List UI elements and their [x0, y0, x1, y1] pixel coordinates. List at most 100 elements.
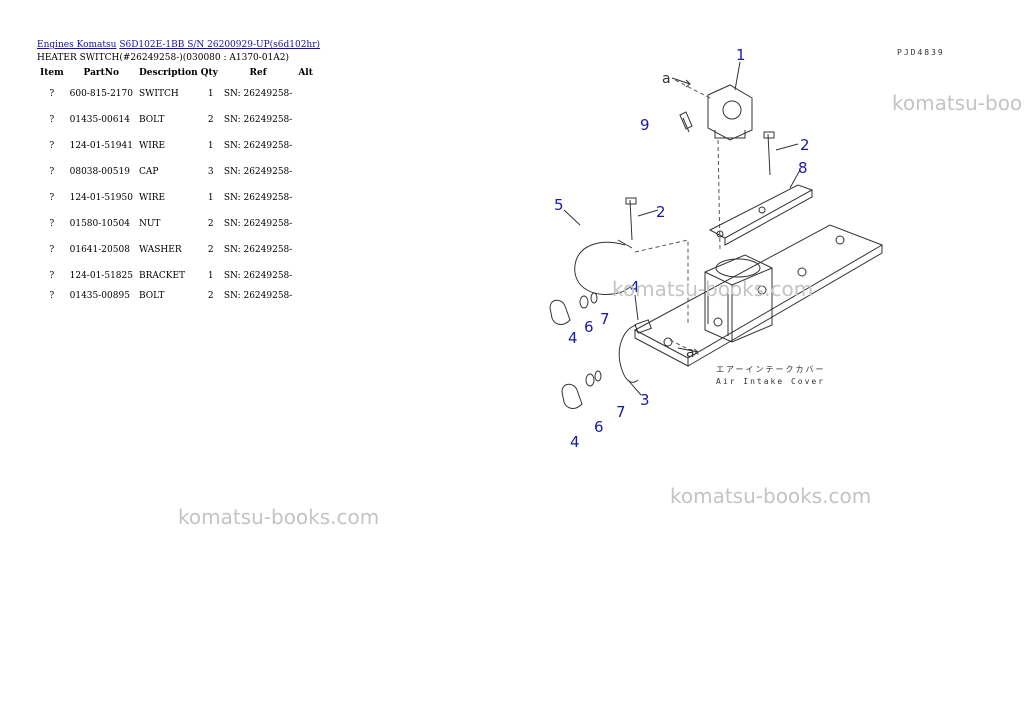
arrow-icon [677, 347, 699, 356]
cell-item: ? [49, 271, 55, 281]
cell-alt [295, 107, 326, 133]
table-row: ? 08038-00519 CAP 3 SN: 26249258- [37, 159, 326, 185]
table-row: ? 124-01-51950 WIRE 1 SN: 26249258- [37, 185, 326, 211]
cell-qty: 3 [207, 167, 214, 177]
cell-item: ? [49, 291, 55, 301]
breadcrumb-link-engines[interactable]: Engines Komatsu [37, 40, 117, 50]
cell-ref: SN: 26249258- [223, 245, 293, 255]
cell-description: BOLT [138, 291, 165, 301]
cell-partno: 124-01-51941 [69, 141, 133, 151]
wire-3 [618, 319, 652, 383]
callout-5: 5 [554, 196, 564, 214]
cell-description: BRACKET [138, 271, 186, 281]
watermark: komatsu-books.com [612, 277, 814, 301]
parts-table: Item PartNo Description Qty Ref Alt ? 60… [37, 65, 326, 303]
cell-qty: 2 [207, 245, 214, 255]
note-en: Air Intake Cover [716, 377, 825, 386]
col-header-qty: Qty [200, 68, 218, 78]
cell-qty: 1 [207, 89, 214, 99]
callout-2-lower: 2 [656, 203, 666, 221]
cell-qty: 2 [207, 115, 214, 125]
cell-item: ? [49, 115, 55, 125]
breadcrumb-link-model[interactable]: S6D102E-1BB S/N 26200929-UP(s6d102hr) [119, 40, 321, 50]
cell-ref: SN: 26249258- [223, 141, 293, 151]
cell-ref: SN: 26249258- [223, 115, 293, 125]
callout-7-lower: 7 [616, 403, 626, 421]
cell-ref: SN: 26249258- [223, 193, 293, 203]
cell-qty: 2 [207, 219, 214, 229]
callout-2-upper: 2 [800, 136, 810, 154]
table-row: ? 01435-00614 BOLT 2 SN: 26249258- [37, 107, 326, 133]
air-intake-cover [633, 224, 884, 367]
cell-description: SWITCH [138, 89, 179, 99]
table-row: ? 01641-20508 WASHER 2 SN: 26249258- [37, 237, 326, 263]
leader-lines [563, 61, 801, 396]
watermark: komatsu-books.com [670, 484, 872, 508]
col-header-alt: Alt [298, 68, 313, 78]
cell-alt [295, 263, 326, 289]
cell-item: ? [49, 219, 55, 229]
cell-item: ? [49, 245, 55, 255]
cell-description: WIRE [138, 193, 166, 203]
cell-ref: SN: 26249258- [223, 89, 293, 99]
table-row: ? 01580-10504 NUT 2 SN: 26249258- [37, 211, 326, 237]
callout-8: 8 [798, 159, 808, 177]
cell-partno: 124-01-51825 [69, 271, 133, 281]
cell-item: ? [49, 167, 55, 177]
table-row: ? 600-815-2170 SWITCH 1 SN: 26249258- [37, 81, 326, 107]
cell-alt [295, 81, 326, 107]
reference-lines [634, 79, 721, 356]
cell-alt [295, 133, 326, 159]
cell-partno: 08038-00519 [69, 167, 130, 177]
clamp [707, 84, 753, 141]
callout-3: 3 [640, 391, 650, 409]
parts-diagram: 1 2 2 3 4 4 4 5 6 6 7 7 8 9 a a エアーインテーク… [549, 46, 884, 451]
cell-description: NUT [138, 219, 161, 229]
cell-item: ? [49, 193, 55, 203]
col-header-item: Item [40, 68, 64, 78]
cell-alt [295, 237, 326, 263]
col-header-partno: PartNo [83, 68, 120, 78]
watermark: komatsu-books.com [178, 505, 380, 529]
table-row: ? 124-01-51941 WIRE 1 SN: 26249258- [37, 133, 326, 159]
cell-item: ? [49, 141, 55, 151]
col-header-ref: Ref [249, 68, 267, 78]
cell-ref: SN: 26249258- [223, 291, 293, 301]
cell-alt [295, 185, 326, 211]
callout-4-lower: 4 [568, 329, 578, 347]
bolts [625, 111, 775, 241]
watermark: komatsu-books.com [892, 91, 1024, 115]
table-header-row: Item PartNo Description Qty Ref Alt [37, 65, 326, 81]
callout-4-bottom: 4 [570, 433, 580, 451]
cell-alt [295, 289, 326, 303]
cell-ref: SN: 26249258- [223, 219, 293, 229]
callout-4-upper: 4 [630, 278, 640, 296]
cell-ref: SN: 26249258- [223, 271, 293, 281]
cell-qty: 1 [207, 141, 214, 151]
callout-7-upper: 7 [600, 310, 610, 328]
callout-6-upper: 6 [584, 318, 594, 336]
cell-qty: 2 [207, 291, 214, 301]
cell-partno: 600-815-2170 [69, 89, 133, 99]
callout-6-lower: 6 [594, 418, 604, 436]
cell-ref: SN: 26249258- [223, 167, 293, 177]
cell-alt [295, 159, 326, 185]
cell-partno: 124-01-51950 [69, 193, 133, 203]
cell-alt [295, 211, 326, 237]
cell-partno: 01641-20508 [69, 245, 130, 255]
cell-qty: 1 [207, 193, 214, 203]
cell-description: CAP [138, 167, 159, 177]
breadcrumb: Engines Komatsu S6D102E-1BB S/N 26200929… [37, 40, 320, 50]
heater-switch-box [704, 254, 773, 343]
cell-item: ? [49, 89, 55, 99]
table-row: ? 124-01-51825 BRACKET 1 SN: 26249258- [37, 263, 326, 289]
page-title: HEATER SWITCH(#26249258-)(030080 : A1370… [37, 53, 290, 63]
table-row: ? 01435-00895 BOLT 2 SN: 26249258- [37, 289, 326, 303]
cell-description: BOLT [138, 115, 165, 125]
ref-letter-a-top: a [662, 71, 671, 87]
col-header-description: Description [138, 68, 198, 78]
cell-qty: 1 [207, 271, 214, 281]
callout-1: 1 [736, 46, 746, 64]
cell-description: WASHER [138, 245, 182, 255]
cell-partno: 01435-00895 [69, 291, 130, 301]
